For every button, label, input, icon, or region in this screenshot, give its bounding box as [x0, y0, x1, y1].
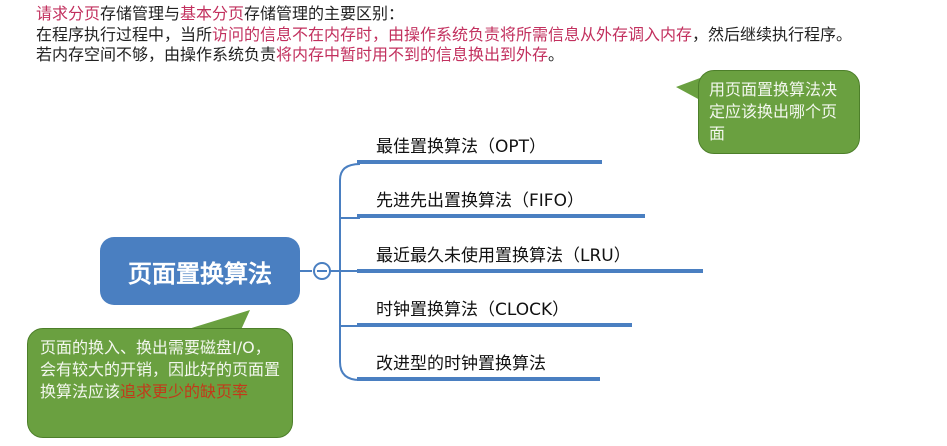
- term-basic-paging: 基本分页: [180, 4, 245, 23]
- callout-left: 页面的换入、换出需要磁盘I/O，会有较大的开销，因此好的页面置换算法应该追求更少…: [27, 328, 293, 438]
- branch-underline: [357, 160, 602, 164]
- callout-highlight: 追求更少的缺页率: [120, 382, 249, 401]
- callout-right: 用页面置换算法决定应该换出哪个页面: [698, 70, 860, 154]
- branch-lru[interactable]: 最近最久未使用置换算法（LRU）: [376, 246, 631, 266]
- branch-opt[interactable]: 最佳置换算法（OPT）: [376, 137, 547, 157]
- branch-fifo[interactable]: 先进先出置换算法（FIFO）: [376, 191, 584, 211]
- text: 存储管理的主要区别：: [244, 4, 405, 23]
- text: 在程序执行过程中，当所: [36, 24, 213, 44]
- text: 若内存空间不够，由操作系统负责: [36, 45, 277, 64]
- highlight: 将内存中暂时用不到的信息换出到外存: [276, 45, 549, 64]
- branch-improved-clock[interactable]: 改进型的时钟置换算法: [376, 354, 546, 374]
- text: ，然后继续执行程序。: [692, 24, 853, 44]
- intro-text: 请求分页存储管理与基本分页存储管理的主要区别： 在程序执行过程中，当所访问的信息…: [36, 4, 886, 66]
- callout-text: 页面的换入、换出需要磁盘I/O，会有较大的开销，因此好的页面置换算法应该: [40, 338, 281, 401]
- text: 。: [548, 45, 565, 64]
- branch-clock[interactable]: 时钟置换算法（CLOCK）: [376, 300, 570, 320]
- branch-underline: [357, 269, 703, 273]
- highlight: 访问的信息不在内存时，由操作系统负责将所需信息从外存调入内存: [212, 24, 693, 44]
- branch-underline: [357, 214, 645, 218]
- branch-underline: [357, 323, 632, 327]
- branch-underline: [357, 377, 600, 381]
- central-node[interactable]: 页面置换算法: [100, 237, 300, 305]
- text: 存储管理与: [100, 4, 181, 23]
- term-demand-paging: 请求分页: [36, 4, 101, 23]
